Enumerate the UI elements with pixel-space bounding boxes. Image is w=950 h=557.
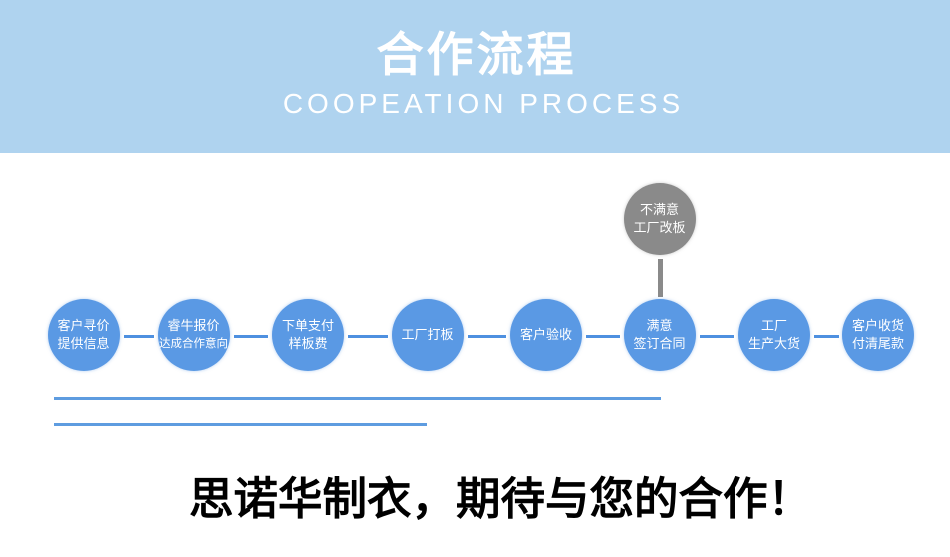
banner: 合作流程 COOPEATION PROCESS bbox=[0, 0, 950, 153]
flow-node-label: 下单支付 bbox=[281, 318, 334, 333]
step-connector-7 bbox=[814, 335, 839, 338]
page-subtitle: COOPEATION PROCESS bbox=[282, 88, 685, 119]
flow-node-step1: 客户寻价 提供信息 bbox=[47, 299, 120, 371]
flow-node-label: 满意 bbox=[646, 318, 673, 333]
flow-node-step2: 睿牛报价 达成合作意向 bbox=[157, 299, 230, 371]
divider-line-short bbox=[54, 422, 427, 426]
flow-node-reject: 不满意 工厂改板 bbox=[623, 182, 696, 255]
step-connector-6 bbox=[699, 335, 734, 338]
reject-stem-connector bbox=[658, 259, 663, 297]
step-connector-4 bbox=[467, 335, 506, 338]
flow-node-label: 工厂打板 bbox=[401, 327, 454, 342]
divider-line-long bbox=[54, 397, 661, 400]
page-title: 合作流程 bbox=[376, 28, 577, 81]
footer-headline: 思诺华制衣，期待与您的合作！ bbox=[189, 474, 813, 524]
flow-node-label: 客户收货 bbox=[851, 318, 904, 333]
flow-node-label: 样板费 bbox=[288, 336, 328, 351]
flow-node-label: 工厂改板 bbox=[633, 219, 686, 235]
flow-node-step3: 下单支付 样板费 bbox=[272, 299, 344, 371]
flow-node-step8: 客户收货 付清尾款 bbox=[842, 299, 914, 371]
flow-node-label: 客户验收 bbox=[519, 327, 572, 342]
flow-node-label: 工厂 bbox=[760, 318, 787, 333]
flow-node-label: 客户寻价 bbox=[57, 318, 110, 333]
flow-node-step5: 客户验收 bbox=[510, 299, 582, 371]
flow-node-label: 提供信息 bbox=[57, 336, 110, 351]
flow-node-step7: 工厂 生产大货 bbox=[738, 299, 810, 371]
step-connector-3 bbox=[348, 335, 388, 338]
step-connector-5 bbox=[586, 335, 620, 338]
flow-node-label: 生产大货 bbox=[747, 336, 800, 351]
step-connector-2 bbox=[233, 335, 268, 338]
flow-node-label: 付清尾款 bbox=[851, 336, 904, 351]
flow-node-label: 签订合同 bbox=[633, 336, 686, 351]
flow-node-label: 达成合作意向 bbox=[159, 338, 228, 350]
flow-node-label: 睿牛报价 bbox=[167, 318, 220, 333]
flow-node-label: 不满意 bbox=[639, 201, 679, 217]
step-connector-1 bbox=[123, 335, 154, 338]
flow-node-step4: 工厂打板 bbox=[391, 299, 464, 371]
flow-node-step6: 满意 签订合同 bbox=[623, 299, 696, 371]
